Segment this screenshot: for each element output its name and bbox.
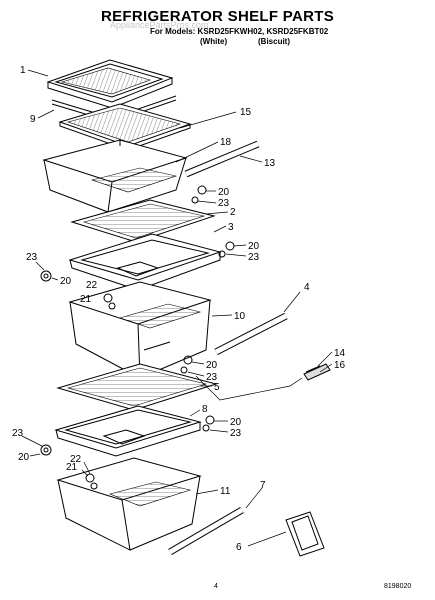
callout-14: 14 <box>334 348 346 359</box>
callout-7: 7 <box>260 480 266 491</box>
callout-13: 13 <box>264 158 276 169</box>
callout-23b: 23 <box>248 252 260 263</box>
callout-2: 2 <box>230 207 236 218</box>
models-line: For Models: KSRD25FKWH02, KSRD25FKBT02 <box>150 27 329 36</box>
crisper-drawer-part-10 <box>68 281 212 379</box>
callout-6: 6 <box>236 542 242 553</box>
callout-9: 9 <box>30 114 36 125</box>
callout-11: 11 <box>220 486 231 497</box>
callout-21a: 21 <box>80 294 92 305</box>
callout-23e: 23 <box>230 428 242 439</box>
glass-shelf-part-15 <box>58 103 192 151</box>
bracket-part-14-16 <box>303 363 331 381</box>
page-number: 4 <box>214 583 218 590</box>
callout-20b: 20 <box>248 241 260 252</box>
callout-1: 1 <box>20 65 26 76</box>
crisper-drawer-part-11 <box>56 457 202 551</box>
crisper-drawer-part-18 <box>42 139 188 213</box>
fastener-set <box>40 185 235 490</box>
color-white-label: (White) <box>200 37 228 46</box>
callout-23f: 23 <box>12 428 24 439</box>
callout-23d: 23 <box>206 372 218 383</box>
callout-20e: 20 <box>230 417 242 428</box>
watermark: AppliancePartsPros.com <box>110 20 209 30</box>
color-biscuit-label: (Biscuit) <box>258 37 290 46</box>
callout-20a: 20 <box>218 187 230 198</box>
callout-23a: 23 <box>218 198 230 209</box>
callout-15: 15 <box>240 107 252 118</box>
callout-16: 16 <box>334 360 346 371</box>
callout-3: 3 <box>228 222 234 233</box>
panel-part-6 <box>285 511 325 557</box>
callout-4: 4 <box>304 282 310 293</box>
cover-frame-part-8 <box>54 405 202 457</box>
document-number: 8198020 <box>384 583 411 590</box>
callout-20d: 20 <box>206 360 218 371</box>
callout-8: 8 <box>202 404 208 415</box>
callout-20c: 20 <box>60 276 72 287</box>
callout-18: 18 <box>220 137 232 148</box>
crisper-cover-part-5 <box>56 363 218 411</box>
callout-20f: 20 <box>18 452 30 463</box>
callout-22a: 22 <box>86 280 98 291</box>
callout-22b: 22 <box>70 454 82 465</box>
callout-23c: 23 <box>26 252 38 263</box>
shelf-frame-part-1 <box>46 59 174 109</box>
callout-5: 5 <box>214 382 220 393</box>
page-title: REFRIGERATOR SHELF PARTS <box>100 8 335 25</box>
callout-21b: 21 <box>66 462 78 473</box>
callout-labels: 1 9 15 18 13 20 23 2 3 20 23 23 20 22 21… <box>12 65 346 553</box>
callout-10: 10 <box>234 311 246 322</box>
crisper-cover-part-2 <box>70 199 216 243</box>
leader-lines <box>21 69 333 547</box>
